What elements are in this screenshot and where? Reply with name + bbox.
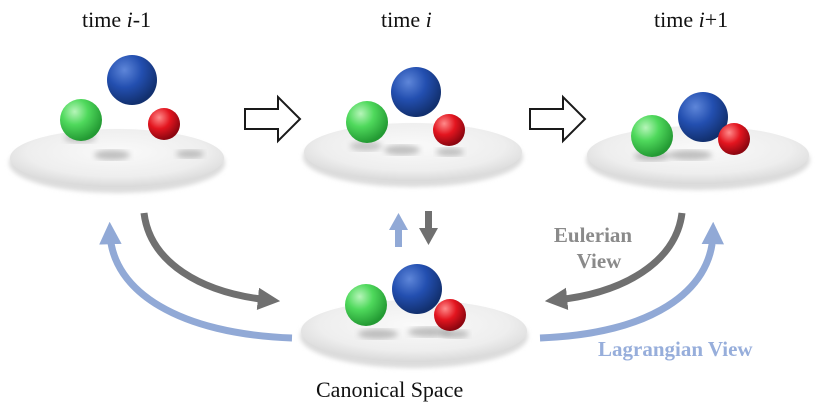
scene-time-next [586,92,810,190]
label-lagrangian-view: Lagrangian View [598,337,753,361]
label-eulerian-view: Eulerian View [543,222,643,275]
ball-shadow [384,145,420,155]
label-time-var: i [425,7,432,32]
green-ball [631,115,673,157]
label-eulerian-line2: View [576,249,622,274]
scene-time-curr [303,67,523,187]
ball-shadow [408,327,452,337]
label-time-suffix: -1 [132,7,152,32]
label-canonical-space: Canonical Space [316,377,464,402]
red-ball [718,123,750,155]
label-time-var: i [126,7,133,32]
scene-canonical [300,264,528,368]
green-ball [345,284,387,326]
eulerian-arrow-left [140,212,281,311]
ball-shadow [176,150,204,158]
label-eulerian-line1: Eulerian [553,223,633,247]
green-ball [60,99,102,141]
lagrangian-up-arrow-icon [389,213,408,247]
blue-ball [678,92,728,142]
ball-shadow [668,150,712,160]
ball-shadow [441,330,469,338]
green-ball [346,101,388,143]
lagrangian-arrow-left [99,221,293,342]
scene-time-prev [9,55,225,193]
ball-shadow [436,148,464,156]
blue-ball [392,264,442,314]
blue-ball [107,55,157,105]
ball-shadow [358,329,398,339]
lagrangian-arrow-right [539,221,724,342]
label-time-curr: time i [381,9,432,31]
label-time-var: i [698,7,705,32]
label-time-prefix: time [82,7,127,32]
label-time-suffix: +1 [704,7,729,32]
label-time-prefix: time [654,7,699,32]
eulerian-arrow-right [544,212,686,310]
red-ball [434,299,466,331]
red-ball [433,114,465,146]
blue-ball [391,67,441,117]
ball-shadow [94,150,130,160]
hollow-right-arrow-icon [529,94,587,144]
label-time-prefix: time [381,7,426,32]
hollow-right-arrow-icon [244,94,302,144]
red-ball [148,108,180,140]
label-time-next: time i+1 [654,9,728,31]
eulerian-down-arrow-icon [419,211,438,245]
ball-shadow [350,141,382,151]
label-time-prev: time i-1 [82,9,151,31]
